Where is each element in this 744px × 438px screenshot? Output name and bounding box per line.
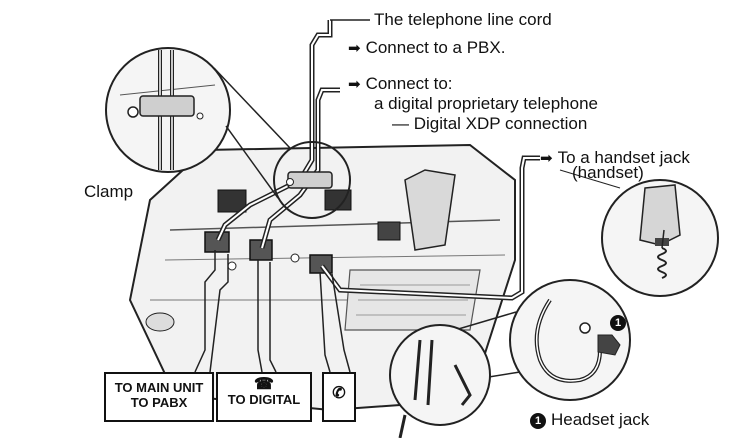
telephone-icon: ☎: [254, 376, 274, 393]
port-leader: [257, 260, 263, 373]
label-line-cord: The telephone line cord: [374, 10, 552, 29]
port-label-handset: ✆: [322, 372, 356, 422]
headset-plug: [597, 334, 621, 356]
callout-marker: 1: [610, 312, 631, 332]
pbx-jack: [204, 231, 230, 253]
magnifier-connector: [213, 67, 291, 149]
base-contour: [356, 284, 470, 316]
digital-jack: [249, 239, 273, 261]
label-handset-jack: ➡To a handset jack: [540, 148, 690, 169]
label-headset-jack: 1 Headset jack: [530, 410, 649, 430]
port-leader: [319, 271, 331, 373]
base-contour: [164, 254, 506, 261]
leader-line: [559, 169, 621, 189]
clamp-detail-circle: [273, 141, 351, 219]
right-arrow-icon: ➡: [540, 150, 553, 167]
screw-hole: [227, 261, 237, 271]
label-connect-to-text: Connect to:: [365, 74, 453, 93]
cord-slot: [377, 221, 401, 241]
port-leader: [269, 262, 277, 373]
port-label-main-unit-line1: TO MAIN UNIT: [114, 380, 204, 395]
headset-magnifier: [509, 279, 631, 401]
label-digital-phone: a digital proprietary telephone: [374, 94, 598, 113]
port-label-main-unit-line2: TO PABX: [130, 395, 188, 410]
handset-cradle: [404, 169, 456, 251]
port-label-main-unit: TO MAIN UNIT TO PABX: [104, 372, 214, 422]
label-connect-to: ➡Connect to:: [348, 74, 453, 95]
label-headset-jack-text: Headset jack: [551, 410, 650, 429]
port-leader: [331, 273, 351, 373]
cord-slot: [324, 189, 352, 211]
cord-slot: [217, 189, 247, 213]
handset-port: [309, 254, 333, 274]
screw-hole: [290, 253, 300, 263]
label-handset: (handset): [572, 163, 644, 182]
port-label-digital: ☎ TO DIGITAL: [216, 372, 312, 422]
port-leader: [194, 250, 216, 373]
label-pbx-text: Connect to a PBX.: [365, 38, 506, 57]
port-label-digital-text: TO DIGITAL: [227, 392, 301, 407]
handset-icon: ✆: [332, 385, 346, 402]
magnifier-connector: [454, 311, 517, 331]
port-leader: [209, 254, 229, 373]
label-clamp: Clamp: [84, 182, 134, 201]
label-handset-jack-text: To a handset jack: [557, 148, 690, 167]
hook-magnifier: [389, 324, 491, 426]
callout-number: 1: [610, 314, 626, 331]
label-pbx: ➡Connect to a PBX.: [348, 38, 505, 59]
handset-body: [639, 184, 681, 246]
coiled-cord: [657, 247, 667, 279]
rubber-foot: [145, 312, 175, 332]
label-xdp: — Digital XDP connection: [392, 114, 588, 133]
clamp-piece: [139, 95, 195, 117]
right-arrow-icon: ➡: [348, 40, 361, 57]
right-arrow-icon: ➡: [348, 76, 361, 93]
callout-number: 1: [530, 412, 546, 429]
magnifier-connector: [225, 125, 279, 199]
